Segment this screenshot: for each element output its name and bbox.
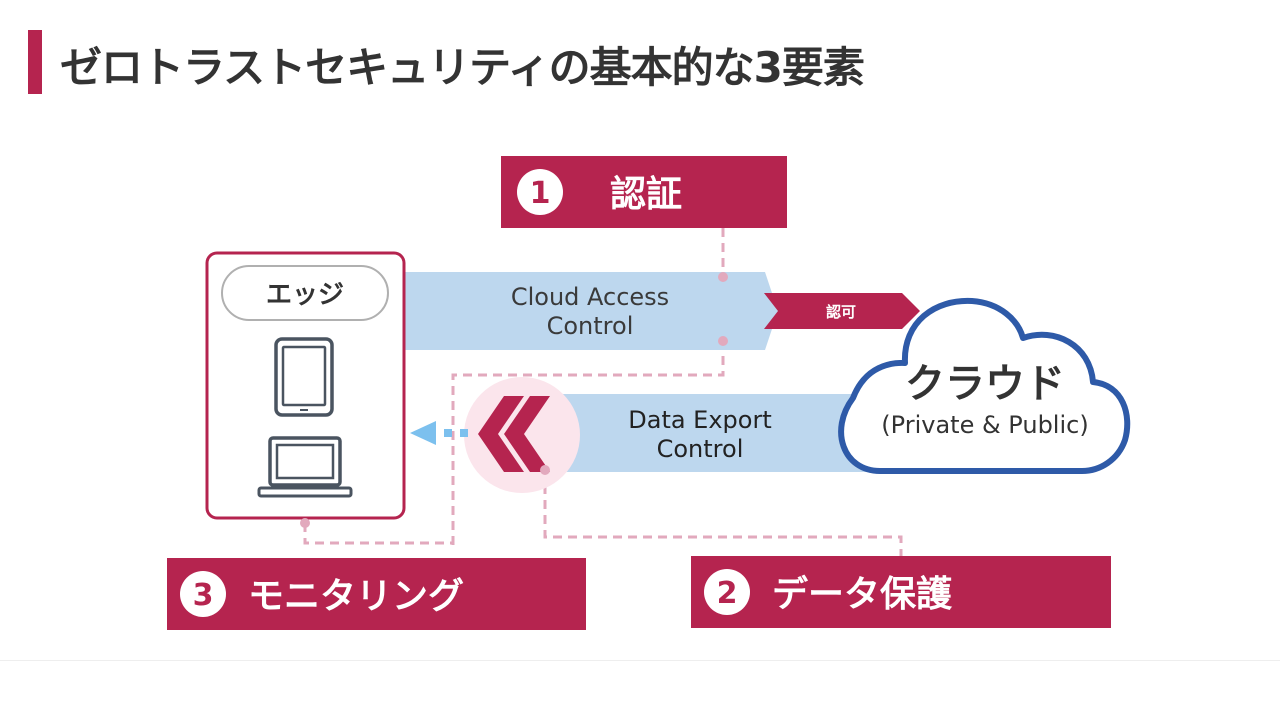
data-protection-number-badge (704, 569, 750, 615)
data-protection-label: データ保護 (772, 573, 953, 615)
cloud-title: クラウド (905, 361, 1065, 407)
monitor-connector-left (303, 523, 453, 545)
dot-auth-bottom (718, 336, 728, 346)
permit-label: 認可 (826, 303, 856, 321)
monitoring-number-badge (180, 571, 226, 617)
laptop-icon (257, 436, 353, 498)
dashed-connectors (303, 228, 903, 556)
cloud-subtitle: (Private & Public) (881, 411, 1088, 439)
monitoring-label: モニタリング (248, 576, 464, 617)
tablet-icon (274, 337, 334, 417)
edge-label: エッジ (266, 280, 344, 310)
dot-auth-top (718, 272, 728, 282)
data-export-line2: Control (657, 435, 744, 463)
data-export-line1: Data Export (628, 406, 772, 434)
cloud-access-line2: Control (547, 312, 634, 340)
dot-data-export (540, 465, 550, 475)
footer-divider (0, 660, 1280, 661)
authentication-number-badge (517, 169, 563, 215)
permit-arrow (764, 293, 920, 329)
cloud-shape (838, 297, 1131, 474)
cloud-access-line1: Cloud Access (511, 283, 669, 311)
cloud-access-arrow (405, 272, 778, 350)
data-protection-connector (543, 470, 903, 556)
double-chevron-left-icon (478, 396, 550, 472)
title-accent-bar (28, 30, 42, 94)
data-export-arrow (535, 394, 880, 472)
connector-dots (300, 272, 728, 528)
dotted-arrow-to-edge-icon (410, 421, 468, 445)
data-protection-number: 2 (717, 576, 738, 611)
authentication-number: 1 (530, 176, 551, 211)
monitoring-box (167, 558, 586, 630)
data-protection-box (691, 556, 1111, 628)
page-title: ゼロトラストセキュリティの基本的な3要素 (60, 43, 865, 92)
monitor-connector-right (451, 341, 725, 545)
monitoring-number: 3 (193, 578, 214, 613)
dot-edge (300, 518, 310, 528)
edge-label-pill (221, 265, 389, 321)
authentication-label: 認証 (610, 174, 682, 215)
